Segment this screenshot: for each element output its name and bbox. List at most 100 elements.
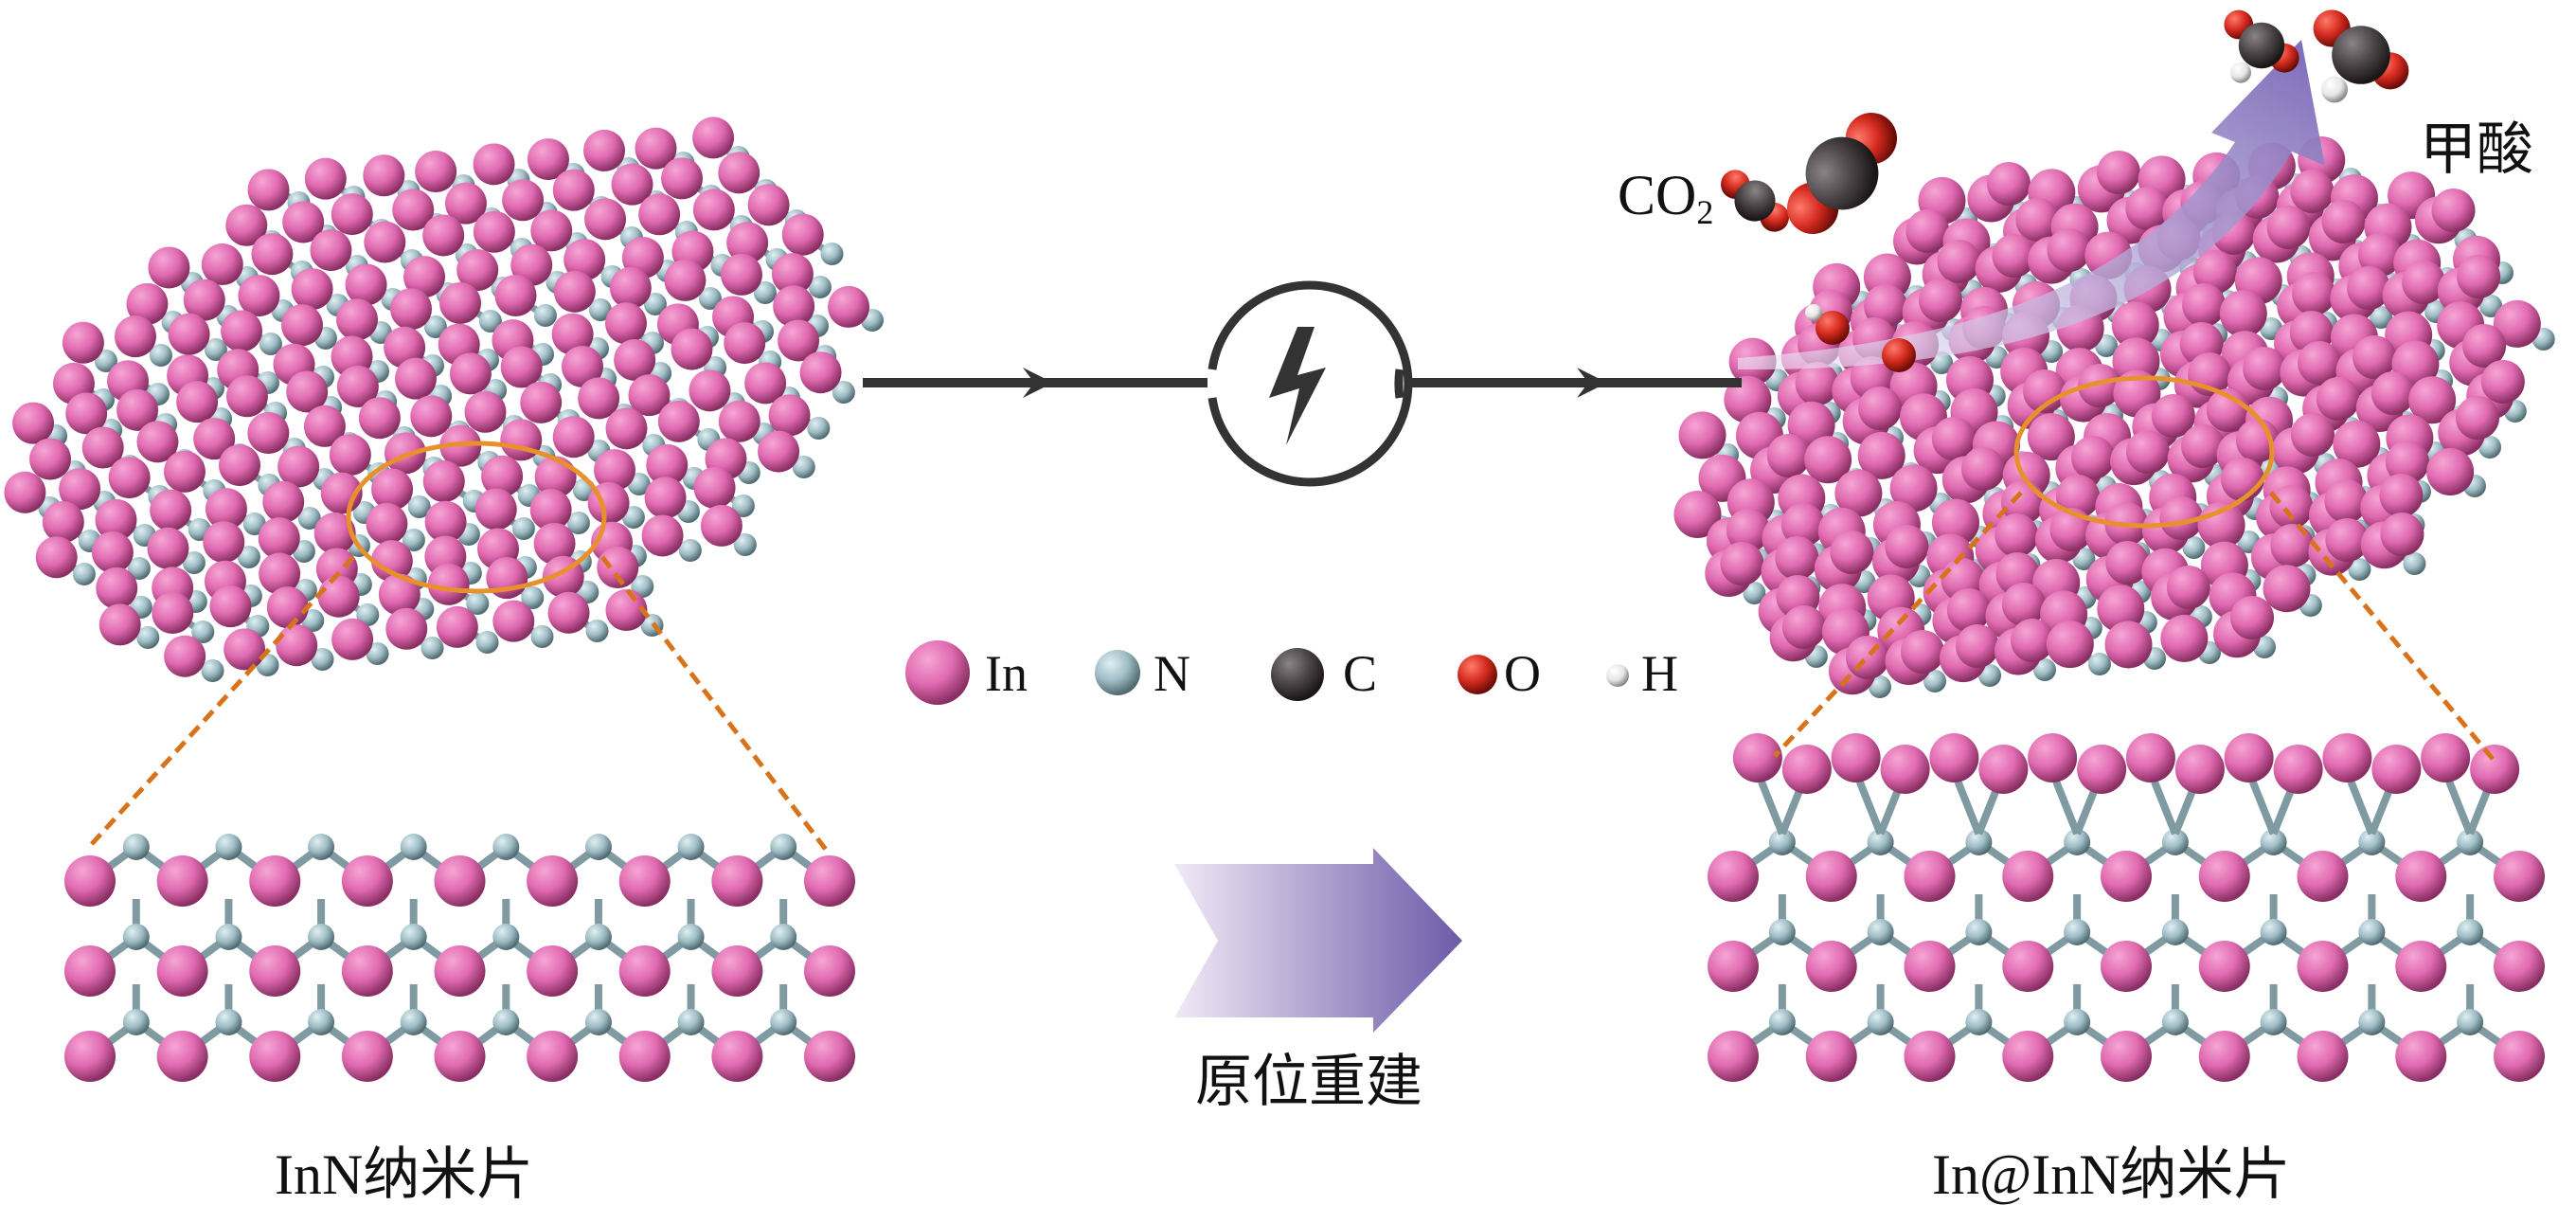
n-atom [2033,658,2056,681]
n-atom [366,642,389,665]
in-atom [2198,851,2250,902]
in-atom [502,179,545,222]
n-atom [1965,919,1993,945]
n-atom [2260,1009,2287,1035]
in-atom [597,547,639,589]
in-atom [1708,941,1759,992]
in-atom [2494,851,2545,902]
in-atom [527,138,569,181]
in-atom [147,527,189,569]
in-atom [1781,745,1832,794]
in-atom [2322,733,2372,782]
in-atom [247,412,290,455]
in-atom [657,400,700,442]
in-atom [2219,290,2267,338]
in-atom [434,855,486,907]
in-atom [392,189,435,231]
in-atom [148,246,190,289]
in-atom [329,434,371,477]
n-atom [311,648,334,671]
in-atom [390,288,433,331]
in-atom [1766,434,1811,477]
n-atom [308,924,335,950]
in-atom [692,117,735,159]
in-atom [1858,387,1903,430]
in-atom [551,313,594,355]
in-atom [403,256,446,298]
in-atom [768,394,811,437]
in-atom [424,500,467,543]
n-atom [1923,670,1946,692]
n-atom [94,350,117,372]
in-atom [370,540,413,583]
in-atom [2104,620,2153,669]
n-atom [400,1009,427,1035]
in-atom [500,346,543,388]
n-atom [2260,829,2287,855]
in-atom [427,563,470,605]
in-atom [341,1031,393,1082]
in-atom [552,169,595,211]
n-atom [237,546,260,568]
in-atom [456,249,499,292]
in-atom [2001,583,2046,626]
in-atom [527,945,579,997]
in-atom [584,198,627,241]
n-atom [201,659,224,682]
in-atom [2456,396,2500,440]
in-atom [2291,413,2335,457]
in-atom [1708,851,1759,902]
in-atom [638,193,681,236]
in-atom [661,157,704,200]
n-atom [122,834,150,860]
in-atom [1857,431,1905,479]
in-atom [474,488,517,531]
n-atom [2064,829,2091,855]
in-atom [2046,620,2094,669]
in-atom [618,855,671,907]
in-atom [646,443,689,486]
in-atom [473,143,515,186]
in-atom [1904,941,1956,992]
in-atom [1885,525,1929,568]
reconstruction-arrow [1174,848,1462,1033]
inn-nanosheet-3d [4,117,885,682]
in-atom [2078,364,2122,407]
in-atom [1904,851,1956,902]
in-atom [618,945,671,997]
n-atom [2358,919,2386,945]
in-atom [176,381,219,423]
in-atom [641,514,684,557]
in-atom [2002,1031,2054,1082]
in-atom [2431,189,2476,232]
n-atom [402,529,425,551]
in-atom [718,400,760,442]
in-atom [385,607,428,650]
bond [2151,780,2179,836]
in-atom [258,517,300,560]
n-atom [2370,306,2393,329]
in-inn-side-view-lattice [1708,733,2545,1082]
in-atom [1781,605,1826,649]
in-atom [2352,335,2397,379]
in-atom [1805,1031,1857,1082]
in-atom [1904,1031,1956,1082]
n-atom [588,298,612,321]
in-atom [2457,255,2501,298]
bond [2347,780,2376,836]
n-atom [584,924,612,950]
in-atom [1995,513,2039,557]
in-atom [2269,485,2314,529]
formic-acid-label: 甲酸 [2420,118,2533,181]
n-atom [1965,1009,1993,1035]
in-atom [29,438,72,480]
legend-o-atom [1458,655,1497,694]
in-atom [247,169,290,211]
in-atom [415,151,457,193]
in-atom [2027,413,2075,461]
n-atom [530,625,554,648]
in-atom [1961,447,2006,491]
n-atom [753,281,777,304]
c-atom [1734,180,1776,222]
in-atom [2358,233,2403,277]
